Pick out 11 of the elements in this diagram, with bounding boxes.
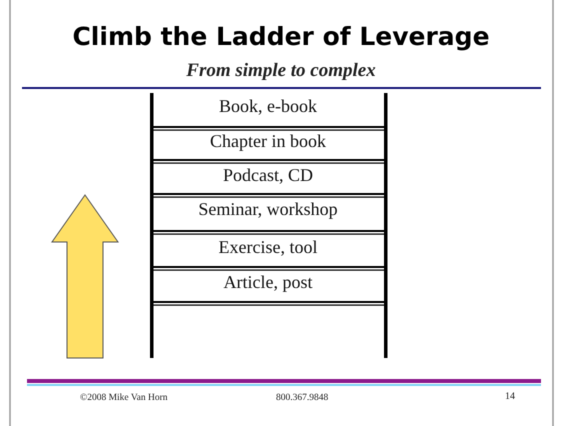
subtitle: From simple to complex xyxy=(186,60,376,82)
rung-label: Article, post xyxy=(224,272,312,293)
phone-number: 800.367.9848 xyxy=(276,393,328,403)
slide-title: Climb the Ladder of Leverage xyxy=(72,22,490,51)
rung-label: Podcast, CD xyxy=(223,165,313,186)
copyright-text: ©2008 Mike Van Horn xyxy=(80,393,168,403)
page-number: 14 xyxy=(505,391,515,402)
rung-label: Seminar, workshop xyxy=(198,199,338,220)
rung-label: Chapter in book xyxy=(210,131,326,152)
rung-label: Exercise, tool xyxy=(218,237,318,258)
rung-label: Book, e-book xyxy=(219,96,317,117)
